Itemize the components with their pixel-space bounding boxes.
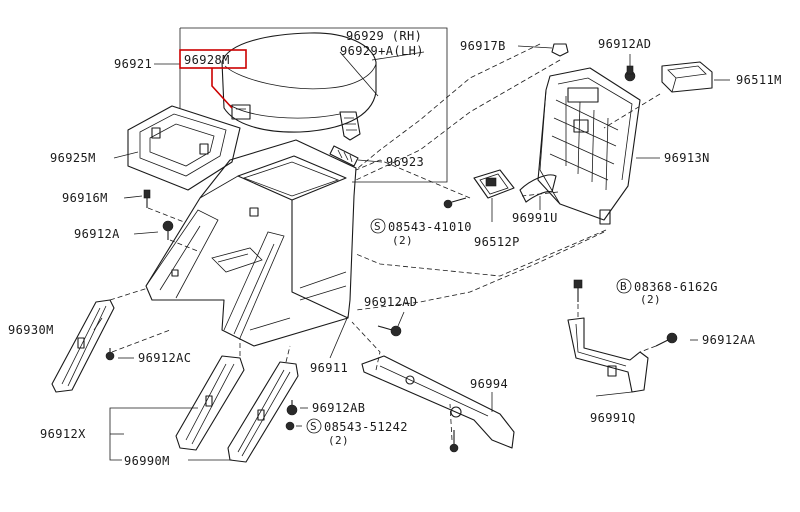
label-96912X: 96912X — [40, 427, 86, 441]
label-08543-51242: 08543-51242 — [324, 420, 408, 434]
label-96916M: 96916M — [62, 191, 108, 205]
clip-96917B — [551, 43, 569, 57]
label-96925M: 96925M — [50, 151, 96, 165]
screw-08543-51242-a — [285, 421, 295, 431]
left-side-trim — [51, 299, 115, 393]
cover-96991U — [519, 174, 557, 203]
screw-96912AB — [286, 400, 298, 416]
hinge-bracket — [339, 111, 361, 141]
bracket-96994 — [361, 355, 515, 449]
label-08543-41010-qty: (2) — [392, 234, 413, 247]
label-96929-rh: 96929 (RH) — [346, 29, 422, 43]
screw-96912AD-top — [624, 65, 636, 82]
screw-96912A — [162, 220, 174, 240]
highlight-96928M — [179, 49, 247, 109]
label-96912AC: 96912AC — [138, 351, 191, 365]
label-96912A: 96912A — [74, 227, 120, 241]
screw-96912AA — [655, 332, 678, 347]
rear-panel — [537, 67, 641, 225]
hinge-pin — [329, 145, 359, 167]
screw-08543-41010 — [443, 197, 467, 209]
label-96912AB: 96912AB — [312, 401, 365, 415]
label-08543-41010: 08543-41010 — [388, 220, 472, 234]
svg-text:S: S — [374, 220, 381, 233]
s-symbol-51242: S — [306, 418, 322, 434]
label-08368-6162G-qty: (2) — [640, 293, 661, 306]
clip-96916M — [143, 189, 151, 208]
bolt-08368-6162G — [573, 279, 583, 302]
label-96912AA: 96912AA — [702, 333, 756, 347]
s-symbol-41010: S — [370, 218, 386, 234]
label-96512P: 96512P — [474, 235, 520, 249]
svg-text:B: B — [620, 280, 627, 293]
label-08543-51242-qty: (2) — [328, 434, 349, 447]
screw-96912AD-mid — [377, 325, 402, 337]
label-96930M: 96930M — [8, 323, 54, 337]
label-96917B: 96917B — [460, 39, 506, 53]
storage-tray — [127, 105, 241, 191]
bracket-96991Q — [567, 317, 649, 393]
label-96991U: 96991U — [512, 211, 558, 225]
label-96921: 96921 — [114, 57, 152, 71]
screw-96912AC — [105, 348, 115, 361]
label-96912AD-mid: 96912AD — [364, 295, 417, 309]
label-96929-lh: 96929+A(LH) — [340, 44, 424, 58]
label-96928M: 96928M — [184, 53, 230, 67]
label-96991Q: 96991Q — [590, 411, 636, 425]
console-body — [145, 139, 357, 347]
cup-insert — [661, 61, 713, 93]
label-96911: 96911 — [310, 361, 348, 375]
label-96511M: 96511M — [736, 73, 782, 87]
part-labels: 96921 96928M 96929 (RH) 96929+A(LH) 9691… — [8, 29, 782, 468]
label-96990M: 96990M — [124, 454, 170, 468]
dashed-relation-lines — [109, 43, 661, 441]
lower-trim-left — [175, 355, 245, 451]
svg-text:S: S — [310, 420, 317, 433]
label-96913N: 96913N — [664, 151, 710, 165]
lower-trim-right — [227, 361, 299, 463]
label-96912AD-top: 96912AD — [598, 37, 651, 51]
screw-08543-51242-b — [449, 430, 459, 453]
label-96994: 96994 — [470, 377, 508, 391]
label-96923: 96923 — [386, 155, 424, 169]
leader-lines — [93, 45, 730, 461]
switch-bracket — [473, 169, 515, 199]
armrest-lid — [221, 32, 377, 133]
b-symbol-6162G: B — [616, 278, 632, 294]
label-08368-6162G: 08368-6162G — [634, 280, 718, 294]
